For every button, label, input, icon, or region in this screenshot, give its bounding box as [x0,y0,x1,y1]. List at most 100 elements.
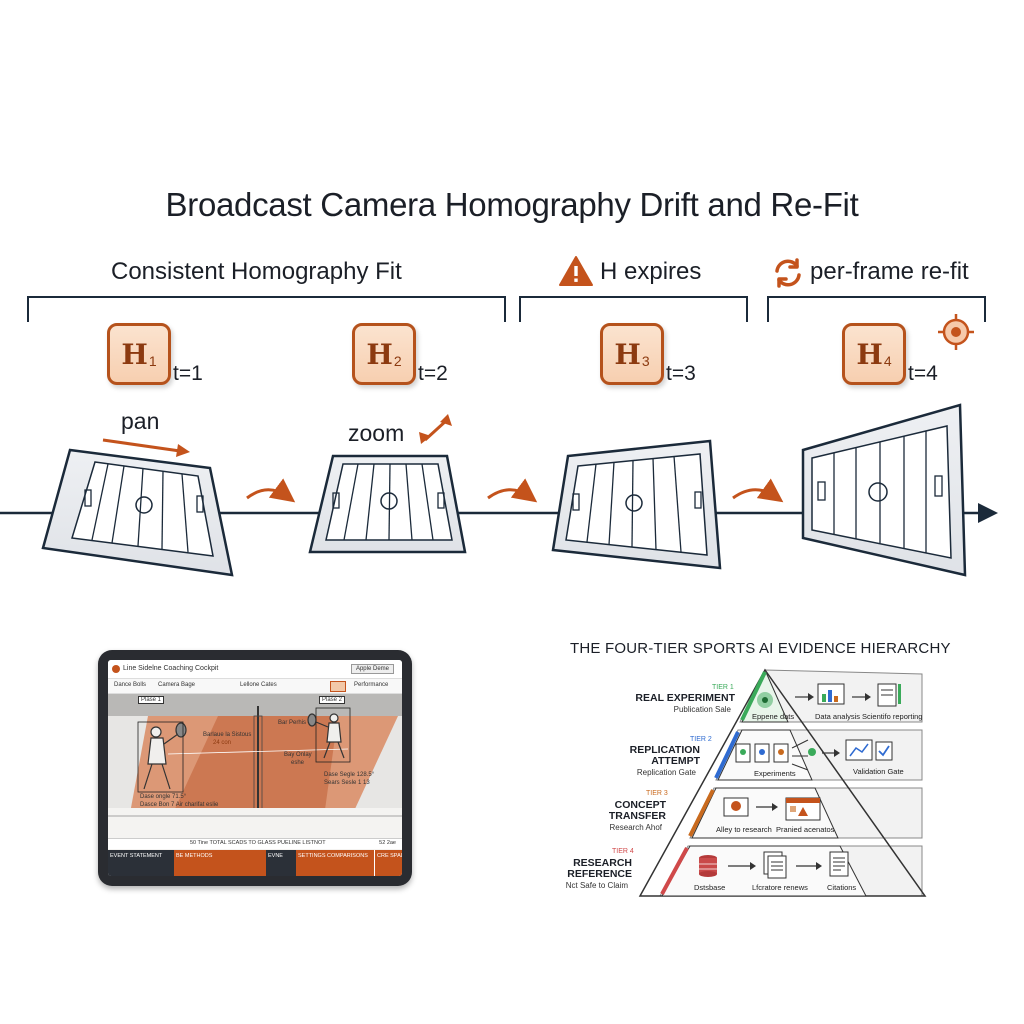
field-frame-3 [551,439,722,570]
apply-to-research-icon [723,797,749,817]
right-note-2: Bay Onlay [284,752,312,758]
tier-3-sub: Research Ahof [609,823,662,832]
tab-bar: Dance Bolls Camera Bage Lellone Cates Pe… [108,679,402,694]
footer-cell-4[interactable]: SETTINGS COMPARISONS [296,850,374,876]
zoom-arrow [419,414,452,444]
tab-camera[interactable]: Camera Bage [158,682,196,688]
motion-label-zoom: zoom [348,420,405,446]
planned-scenarios-icon [785,797,821,821]
top-button[interactable]: Apple Deme [350,664,394,674]
tab-cates[interactable]: Lellone Cates [240,682,277,688]
tab-performance[interactable]: Performance [354,682,389,688]
transition-arrow-3 [732,478,784,503]
timeline-arrowhead [978,503,998,523]
transition-arrow-1 [246,478,296,503]
bracket-refit [767,296,986,322]
field-frame-4 [801,403,967,577]
tier-2-sub: Replication Gate [636,768,696,777]
player-right [307,713,345,759]
database-icon [699,855,717,877]
transition-arrow-2 [487,478,538,503]
tier-4-tag: TIER 4 [612,848,634,855]
time-label-4: t=4 [908,362,938,385]
tier-1-tag: TIER 1 [712,684,734,691]
tier-1-name: REAL EXPERIMENT [635,692,735,704]
field-frame-2 [308,454,467,554]
caption-apply-to-research: Alley to research [716,825,772,834]
tier-3-edge [688,789,715,837]
data-analysis-icon [817,683,845,705]
literature-reviews-icon [763,851,787,879]
footer-cell-1[interactable]: EVENT STATEMENT [108,850,174,876]
player-left-tag: Plase 1 [138,696,165,704]
field-frame-1 [41,448,234,577]
time-label-3: t=3 [666,362,696,385]
tier-3-name-2: TRANSFER [608,810,666,822]
tier-2-name-2: ATTEMPT [651,755,700,767]
right-note-3: eshe [291,760,305,766]
scientific-reporting-icon [877,683,901,707]
tab-check-icon[interactable] [330,681,346,692]
phase-label-h-expires: H expires [600,258,702,285]
time-label-1: t=1 [173,362,203,385]
footer-cell-5[interactable]: CRE SPALE [374,850,402,876]
caption-experiments: Experiments [754,769,796,778]
player-right-tag: Plase 2 [319,696,346,704]
right-stat-2: Sears Sesle 1 13 [324,780,370,786]
tab-dance[interactable]: Dance Bolls [114,682,147,688]
citations-icon [829,851,849,877]
center-note-2: 24 con [213,740,232,746]
caption-citations: Citations [827,883,857,892]
tier-3-tag: TIER 3 [646,790,668,797]
tier-2-tag: TIER 2 [690,736,712,743]
timeline-end: 52 2ae [379,840,396,846]
warning-icon [558,255,594,287]
caption-database: Dstsbase [694,883,726,892]
bracket-consistent [27,296,506,322]
tier-2-edge [714,731,740,779]
timeline-label: 50 Tine TOTAL SCADS TO GLASS PUELINE LIS… [190,840,326,846]
hierarchy-title: THE FOUR-TIER SPORTS AI EVIDENCE HIERARC… [570,640,951,657]
timeline-bar[interactable]: 50 Tine TOTAL SCADS TO GLASS PUELINE LIS… [108,838,402,849]
app-header: Line Sidelne Coaching Cockpit Apple Deme [108,660,402,679]
caption-data-analysis: Data analysis [815,712,861,721]
caption-validation-gate: Validation Gate [853,767,904,776]
caption-scientific-reporting: Scientifo reporting [862,712,923,721]
caption-planned-scenarios: Pranied acenatos [776,825,835,834]
bracket-expires [519,296,748,322]
time-label-2: t=2 [418,362,448,385]
page-title: Broadcast Camera Homography Drift and Re… [165,186,859,223]
player-left [143,722,187,790]
phase-label-refit: per-frame re-fit [810,258,969,285]
tablet-device: Line Sidelne Coaching Cockpit Apple Deme… [98,650,412,886]
left-stat-2: Dasce Bon 7 Air charifat eslie [140,802,219,808]
tier-4-name-2: REFERENCE [567,868,632,880]
validation-arrows [791,739,816,771]
caption-literature-reviews: Lfcratore renews [752,883,808,892]
center-note-1: Barlaue la Sistous [203,732,252,738]
footer-cell-2[interactable]: BE METHODS [174,850,266,876]
footer-cell-3[interactable]: EVNE [266,850,296,876]
right-note-1: Bar Perhis [278,720,307,726]
tier-4-edge [660,847,689,895]
tier-1-edge [740,671,767,721]
refresh-icon [772,257,804,289]
tier-4-name-1: RESEARCH [573,857,632,869]
tier-1-experiment-icon [757,692,773,708]
tablet-screen: Line Sidelne Coaching Cockpit Apple Deme… [108,660,402,876]
motion-label-pan: pan [121,408,160,434]
app-logo-icon [112,665,120,673]
tier-1-sub: Publication Sale [673,705,731,714]
phase-label-consistent: Consistent Homography Fit [111,258,402,285]
experiments-icon [735,743,789,763]
pan-arrow [102,438,181,453]
tier-4-sub: Nct Safe to Claim [565,881,628,890]
app-title: Line Sidelne Coaching Cockpit [123,665,219,672]
